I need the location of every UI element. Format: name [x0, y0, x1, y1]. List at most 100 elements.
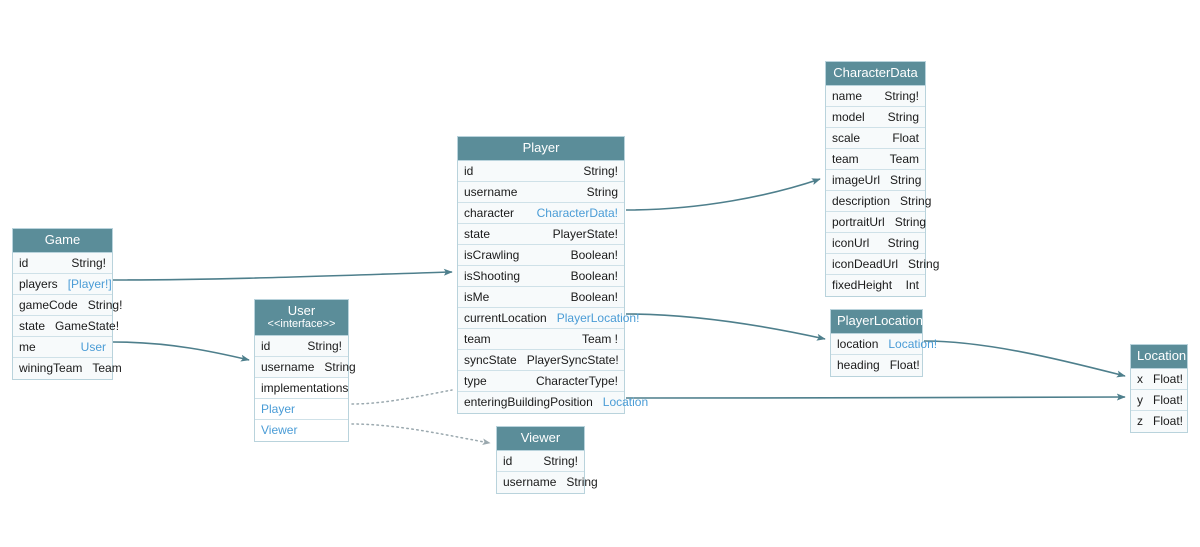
field-type[interactable]: User [80, 339, 106, 354]
table-row[interactable]: z Float! [1131, 411, 1187, 432]
table-row[interactable]: y Float! [1131, 390, 1187, 411]
table-row[interactable]: players [Player!] [13, 274, 112, 295]
field-name: username [503, 475, 557, 489]
field-name: me [19, 339, 36, 354]
table-row[interactable]: location Location! [831, 334, 937, 355]
entity-playerlocation-title: PlayerLocation [831, 310, 923, 334]
field-type[interactable]: CharacterData! [536, 205, 618, 220]
field-type: Float [892, 130, 919, 145]
table-row[interactable]: username String [255, 357, 356, 378]
field-name: state [19, 318, 46, 333]
edge-game-me-to-user [112, 341, 250, 362]
table-row[interactable]: id String! [458, 161, 624, 182]
field-type: Boolean! [570, 289, 618, 304]
field-type: String [894, 214, 927, 229]
field-type: String! [87, 297, 123, 312]
entity-user-name: User [287, 303, 316, 318]
table-row[interactable]: description String [826, 191, 931, 212]
entity-viewer-title: Viewer [497, 427, 584, 451]
field-name: isCrawling [464, 247, 520, 262]
table-row[interactable]: team Team ! [458, 329, 624, 350]
table-row[interactable]: currentLocation PlayerLocation! [458, 308, 639, 329]
implementation-player[interactable]: Player [255, 399, 348, 420]
field-name: state [464, 226, 491, 241]
edge-user-impl-viewer [351, 423, 491, 445]
table-row[interactable]: id String! [255, 336, 348, 357]
table-row[interactable]: isMe Boolean! [458, 287, 624, 308]
table-row[interactable]: scale Float [826, 128, 925, 149]
table-row[interactable]: id String! [497, 451, 584, 472]
field-type: Team [889, 151, 919, 166]
field-name: location [837, 336, 879, 351]
table-row[interactable]: gameCode String! [13, 295, 122, 316]
field-type: String [908, 256, 940, 271]
implementation-viewer[interactable]: Viewer [255, 420, 348, 441]
table-row[interactable]: id String! [13, 253, 112, 274]
table-row[interactable]: syncState PlayerSyncState! [458, 350, 624, 371]
field-type[interactable]: Location! [888, 336, 938, 351]
field-type[interactable]: [Player!] [67, 276, 112, 291]
table-row[interactable]: imageUrl String [826, 170, 925, 191]
table-row[interactable]: model String [826, 107, 925, 128]
entity-game[interactable]: Game id String! players [Player!] gameCo… [12, 228, 122, 380]
field-name: team [464, 331, 491, 346]
entity-viewer[interactable]: Viewer id String! username String [496, 426, 598, 494]
field-name: type [464, 373, 487, 388]
table-row[interactable]: character CharacterData! [458, 203, 624, 224]
table-row[interactable]: username String [458, 182, 624, 203]
table-row[interactable]: iconUrl String [826, 233, 925, 254]
entity-characterdata[interactable]: CharacterData name String! model String … [825, 61, 939, 297]
field-name: iconDeadUrl [832, 256, 899, 271]
field-type[interactable]: Location [602, 395, 649, 409]
table-row[interactable]: portraitUrl String [826, 212, 927, 233]
field-name: model [832, 109, 865, 124]
table-row[interactable]: isShooting Boolean! [458, 266, 624, 287]
field-name: username [464, 184, 518, 199]
table-row[interactable]: type CharacterType! [458, 371, 624, 392]
edge-player-enteringbuilding-to-location [625, 393, 1126, 401]
table-row[interactable]: name String! [826, 86, 925, 107]
field-type[interactable]: PlayerLocation! [556, 310, 640, 325]
entity-player[interactable]: Player id String! username String charac… [457, 136, 648, 414]
table-row[interactable]: team Team [826, 149, 925, 170]
field-type: CharacterType! [535, 373, 618, 388]
field-type: String! [71, 255, 106, 270]
table-row[interactable]: state PlayerState! [458, 224, 624, 245]
table-row[interactable]: state GameState! [13, 316, 119, 337]
entity-playerlocation[interactable]: PlayerLocation location Location! headin… [830, 309, 937, 377]
field-type: String! [307, 338, 342, 353]
implementations-label: implementations [261, 380, 349, 395]
table-row[interactable]: username String [497, 472, 598, 493]
table-row[interactable]: winingTeam Team [13, 358, 122, 379]
edge-playerlocation-location-to-location [923, 340, 1126, 378]
field-type: String [887, 109, 919, 124]
field-type: Boolean! [570, 247, 618, 262]
field-name: description [832, 193, 891, 208]
field-type: Float! [1153, 414, 1184, 428]
table-row[interactable]: enteringBuildingPosition Location [458, 392, 648, 413]
field-type: Team ! [581, 331, 618, 346]
edge-player-currentlocation-to-playerlocation [625, 313, 826, 341]
entity-user[interactable]: User <<interface>> id String! username S… [254, 299, 356, 442]
field-type: Boolean! [570, 268, 618, 283]
field-type: String [887, 235, 919, 250]
table-row[interactable]: isCrawling Boolean! [458, 245, 624, 266]
field-name: y [1137, 392, 1143, 407]
field-name: iconUrl [832, 235, 870, 250]
table-row[interactable]: heading Float! [831, 355, 922, 376]
implementation-name[interactable]: Player [261, 401, 296, 416]
table-row[interactable]: iconDeadUrl String [826, 254, 939, 275]
field-type: PlayerState! [552, 226, 618, 241]
field-name: team [832, 151, 859, 166]
field-type: String [890, 172, 922, 187]
field-name: isMe [464, 289, 490, 304]
table-row[interactable]: fixedHeight Int [826, 275, 925, 296]
field-type: PlayerSyncState! [526, 352, 619, 367]
implementation-name[interactable]: Viewer [261, 423, 298, 437]
entity-characterdata-title: CharacterData [826, 62, 925, 86]
table-row[interactable]: x Float! [1131, 369, 1187, 390]
table-row[interactable]: me User [13, 337, 112, 358]
field-type: Float! [1153, 371, 1184, 386]
entity-player-title: Player [458, 137, 624, 161]
entity-location[interactable]: Location x Float! y Float! z Float! [1130, 344, 1188, 433]
